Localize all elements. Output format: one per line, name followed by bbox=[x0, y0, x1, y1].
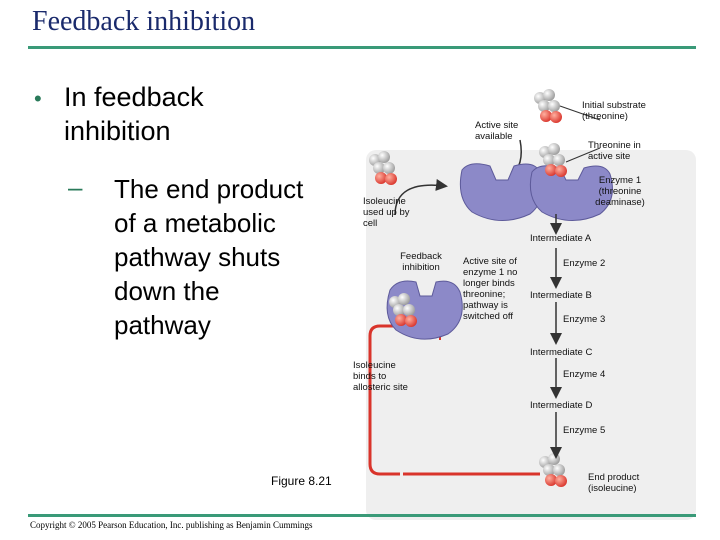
label-enzyme5: Enzyme 5 bbox=[563, 425, 606, 436]
label-end-product: End product (isoleucine) bbox=[588, 472, 640, 494]
pointer-substrate bbox=[559, 105, 601, 121]
isoleucine-release-arrow bbox=[394, 178, 448, 216]
label-enzyme4: Enzyme 4 bbox=[563, 369, 606, 380]
label-isoleucine-binds: Isoleucine binds to allosteric site bbox=[353, 360, 408, 393]
footer-divider bbox=[28, 514, 696, 517]
label-isoleucine-used: Isoleucine used up by cell bbox=[363, 196, 410, 229]
label-threonine-active-site: Threonine in active site bbox=[588, 140, 641, 162]
sub-bullet-text: The end product of a metabolic pathway s… bbox=[114, 174, 304, 340]
title-divider bbox=[28, 46, 696, 49]
label-enzyme2: Enzyme 2 bbox=[563, 258, 606, 269]
label-intermediate-d: Intermediate D bbox=[530, 400, 593, 411]
label-initial-substrate: Initial substrate (threonine) bbox=[582, 100, 646, 122]
label-intermediate-c: Intermediate C bbox=[530, 347, 593, 358]
label-active-site-no-longer: Active site of enzyme 1 no longer binds … bbox=[463, 256, 518, 322]
pointer-threonine bbox=[565, 147, 601, 163]
bullet-text: In feedback inhibition bbox=[64, 82, 204, 146]
label-intermediate-a: Intermediate A bbox=[530, 233, 592, 244]
feedback-loop-arrow bbox=[368, 324, 400, 476]
label-feedback-inhibition: Feedback inhibition bbox=[400, 251, 442, 273]
label-enzyme1: Enzyme 1 (threonine deaminase) bbox=[595, 175, 645, 208]
figure-caption: Figure 8.21 bbox=[271, 474, 332, 488]
threonine-molecule bbox=[534, 89, 562, 123]
label-active-site-available: Active site available bbox=[475, 120, 519, 142]
label-intermediate-b: Intermediate B bbox=[530, 290, 592, 301]
label-enzyme3: Enzyme 3 bbox=[563, 314, 606, 325]
bullet-marker: • bbox=[34, 86, 42, 111]
copyright-text: Copyright © 2005 Pearson Education, Inc.… bbox=[30, 520, 313, 530]
sub-bullet-marker: – bbox=[68, 172, 83, 202]
pathway-background bbox=[366, 150, 696, 520]
slide-title: Feedback inhibition bbox=[32, 6, 256, 37]
